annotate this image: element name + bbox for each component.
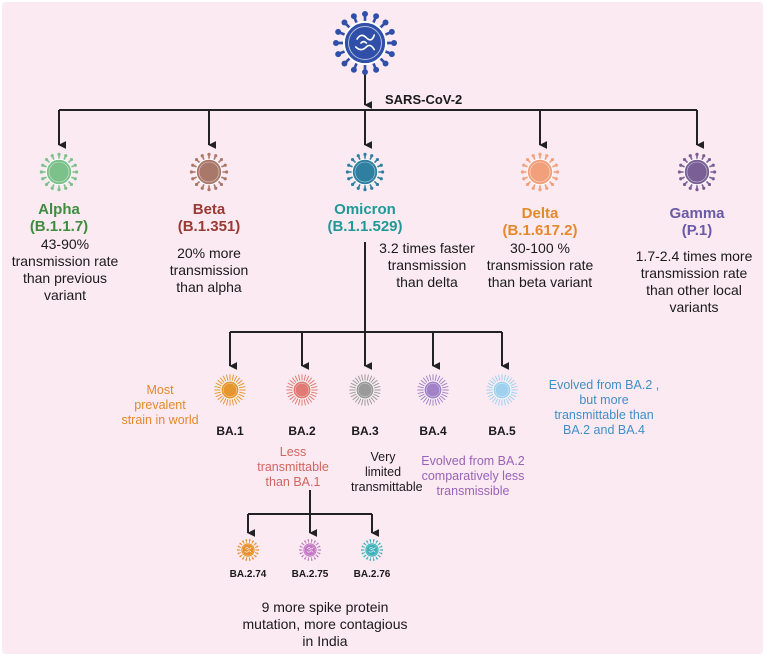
virus-icon-ba1 — [214, 374, 246, 406]
sublineage-note-ba1: Most prevalent strain in world — [121, 383, 199, 427]
virus-icon-ba5 — [486, 374, 518, 406]
variant-desc-delta: 30-100 % transmission rate than beta var… — [486, 240, 594, 290]
variant-name-beta: Beta — [192, 201, 226, 218]
variant-name-gamma: Gamma — [669, 205, 725, 222]
virus-icon-alpha — [39, 152, 79, 192]
sublineage-note-ba4: Evolved from BA.2 comparatively less tra… — [421, 454, 525, 498]
variant-name-delta: Delta — [521, 205, 559, 222]
variant-code-beta: (B.1.351) — [177, 218, 241, 235]
variant-code-delta: (B.1.617.2) — [502, 222, 578, 239]
variant-name-alpha: Alpha — [38, 201, 80, 218]
child-name-ba2-76: BA.2.76 — [353, 569, 391, 580]
variant-desc-alpha: 43-90% transmission rate than previous v… — [11, 236, 119, 303]
sublineage-note-ba5: Evolved from BA.2 , but more transmittab… — [548, 378, 660, 437]
child-name-ba2-74: BA.2.74 — [229, 569, 267, 580]
virus-icon-omicron — [345, 152, 385, 192]
virus-icon-ba4 — [417, 374, 449, 406]
child-name-ba2-75: BA.2.75 — [291, 569, 329, 580]
sublineage-note-ba2: Less transmittable than BA.1 — [257, 445, 329, 489]
variant-desc-omicron: 3.2 times faster transmission than delta — [379, 240, 475, 290]
variant-code-omicron: (B.1.1.529) — [327, 218, 403, 235]
sublineage-name-ba2: BA.2 — [288, 424, 316, 438]
root-label: SARS-CoV-2 — [385, 92, 463, 107]
sublineage-name-ba5: BA.5 — [488, 424, 516, 438]
virus-icon-delta — [520, 152, 560, 192]
virus-icon-beta — [189, 152, 229, 192]
variant-code-alpha: (B.1.1.7) — [29, 218, 89, 235]
virus-icon-ba2 — [286, 374, 318, 406]
variant-name-omicron: Omicron — [334, 201, 396, 218]
sublineage-name-ba1: BA.1 — [216, 424, 244, 438]
sublineage-note-ba3: Very limited transmittable — [351, 450, 423, 494]
sublineage-name-ba4: BA.4 — [419, 424, 447, 438]
root-virus-icon — [332, 10, 398, 76]
virus-icon-ba2-74 — [237, 539, 259, 561]
virus-icon-ba2-75 — [299, 539, 321, 561]
variant-code-gamma: (P.1) — [681, 222, 713, 239]
virus-icon-gamma — [677, 152, 717, 192]
virus-icon-ba2-76 — [361, 539, 383, 561]
virus-icon-ba3 — [349, 374, 381, 406]
ba2-children-note: 9 more spike protein mutation, more cont… — [242, 599, 408, 649]
variant-desc-gamma: 1.7-2.4 times more transmission rate tha… — [635, 248, 753, 315]
variant-desc-beta: 20% more transmission than alpha — [169, 245, 249, 295]
sublineage-name-ba3: BA.3 — [351, 424, 379, 438]
